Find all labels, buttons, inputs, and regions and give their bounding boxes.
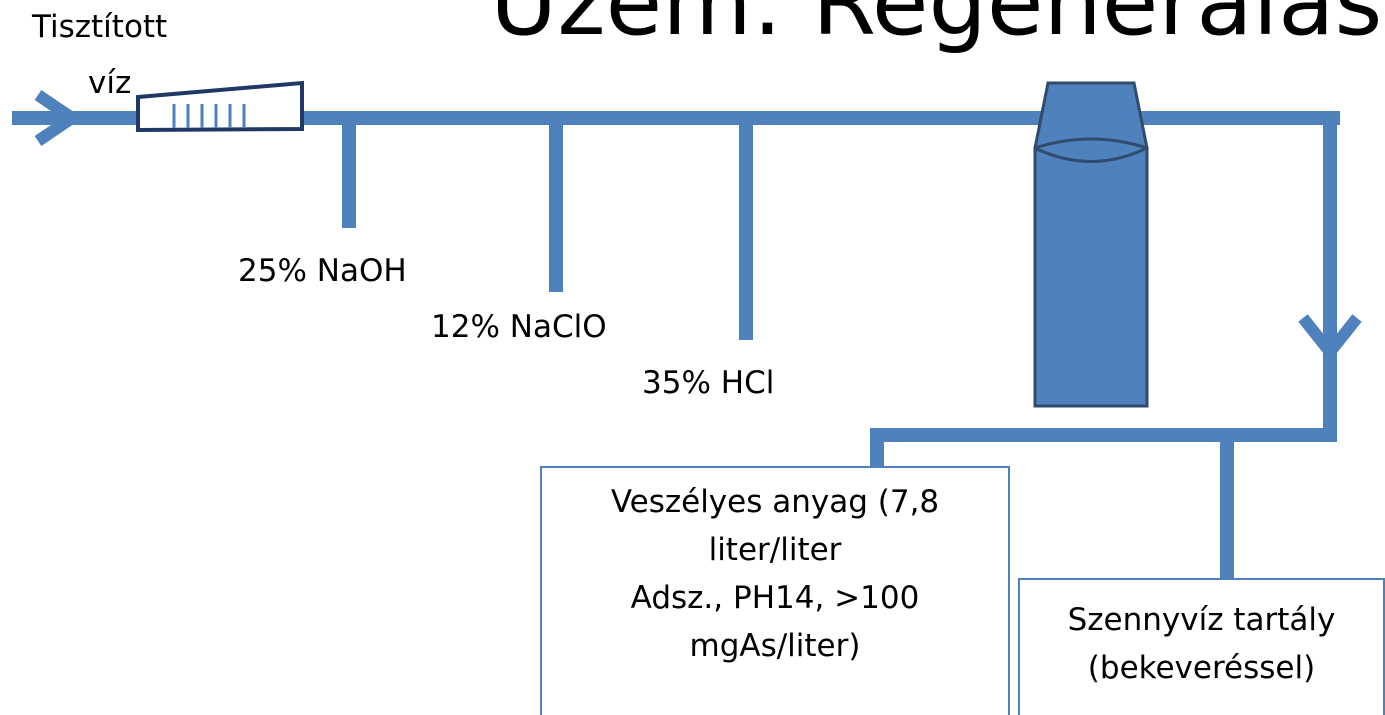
page-title: Üzem: Regenerálás (490, 0, 1383, 56)
inlet-label-line2: víz (88, 65, 132, 101)
flow-meter-ticks (172, 104, 246, 128)
outlet-arrow-icon (1298, 314, 1362, 362)
column-rim (1034, 137, 1148, 150)
wastewater-tank-box: Szennyvíz tartály (bekeveréssel) (1018, 578, 1385, 715)
hazardous-material-box: Veszélyes anyag (7,8 liter/liter Adsz., … (540, 466, 1010, 715)
column-top (1033, 81, 1149, 163)
inlet-arrow-icon (34, 90, 83, 146)
chemical-label-naoh: 25% NaOH (238, 253, 407, 289)
column-body (1033, 146, 1149, 408)
flow-meter-icon (136, 80, 304, 133)
hazardous-line-4: mgAs/liter) (689, 628, 861, 664)
wastewater-line-1: Szennyvíz tartály (1067, 602, 1336, 638)
inlet-label-line1: Tisztított (32, 9, 168, 45)
hazardous-line-2: liter/liter (708, 532, 842, 568)
hazardous-line-3: Adsz., PH14, >100 (630, 580, 920, 616)
chemical-label-hcl: 35% HCl (642, 365, 775, 401)
hazardous-line-1: Veszélyes anyag (7,8 (610, 484, 940, 520)
chemical-label-naclo: 12% NaClO (431, 309, 607, 345)
wastewater-line-2: (bekeveréssel) (1087, 650, 1316, 686)
